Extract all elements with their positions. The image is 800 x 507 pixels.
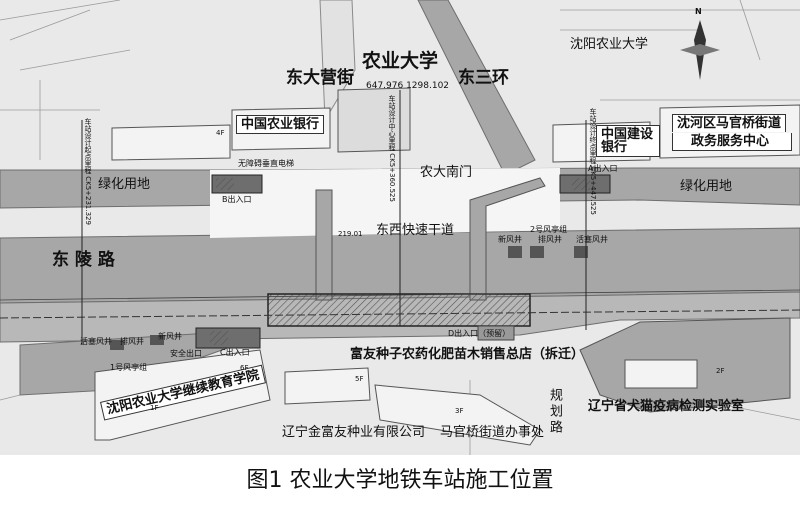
label-shenyang-agri-univ: 沈阳农业大学 [570,37,649,52]
floor-2f: 2F [716,367,725,375]
label-planned-road: 规划路 [547,388,562,436]
label-green-left: 绿化用地 [98,177,151,192]
label-green-right: 绿化用地 [680,179,733,194]
floor-3f: 3F [455,407,464,415]
label-expressway: 东西快速干道 [376,223,455,238]
floor-4f: 4F [216,129,225,137]
label-fengjing-1: 1号风亭组 [110,363,148,372]
label-safety-exit: 安全出口 [170,349,202,358]
label-elevator: 无障碍垂直电梯 [238,159,294,168]
label-coords: 647.976 1298.102 [366,81,450,91]
label-paifengjing-top: 排风井 [538,235,562,244]
label-exit-b: B出入口 [222,195,252,204]
station-box [267,293,531,327]
label-donglinglu: 东 陵 路 [52,250,115,270]
label-paifengjing-bottom: 排风井 [120,337,144,346]
label-huosaifengjing-bottom: 活塞风井 [80,337,112,346]
north-arrow-icon [680,20,720,80]
label-maguanqiao-office: 马官桥街道办事处 [440,425,545,440]
label-center-mileage: 车站设计中心里程 CK5+360.525 [388,95,396,202]
floor-6f: 6F [240,364,249,372]
label-left-mileage: 车站设计起点里程 CK5+231.329 [84,118,92,225]
label-fengjing-2: 2号风亭组 [530,225,568,234]
label-huosaifengjing-top: 活塞风井 [576,235,608,244]
label-exit-a: A出入口 [588,164,618,173]
label-south-gate: 农大南门 [420,165,473,180]
site-map: 农业大学 647.976 1298.102 东大营街 东三环 沈阳农业大学 中国… [0,0,800,455]
label-dongdayingjie: 东大营街 [286,68,354,88]
road-dongdayingjie [319,0,356,122]
label-ccb-bank: 中国建设银行 [596,125,660,157]
road-dongsanhuan [417,0,536,176]
label-exit-d: D出入口（预留） [448,329,511,338]
floor-5f: 5F [355,375,364,383]
label-lab: 辽宁省犬猫疫病检测实验室 [588,399,745,414]
figure-caption: 图1 农业大学地铁车站施工位置 [246,468,554,493]
label-xinfengjing-top: 新风井 [498,235,522,244]
label-xinfengjing-bottom: 新风井 [158,332,182,341]
label-elev: 219.01 [338,230,363,238]
label-jinfuyou: 辽宁金富友种业有限公司 [282,425,426,440]
floor-1f: 1F [150,404,159,412]
map-graphic [0,0,800,455]
label-abc-bank: 中国农业银行 [236,115,325,134]
label-gov-center-2: 政务服务中心 [672,133,793,151]
label-dongsanhuan: 东三环 [458,68,509,88]
label-university: 农业大学 [362,50,439,72]
north-label: N [695,7,702,16]
label-seed-shop: 富友种子农药化肥苗木销售总店（拆迁） [350,347,585,362]
label-right-mileage: 车站设计终点里程 CK5+447.525 [589,108,597,215]
label-exit-c: C出入口 [220,348,250,357]
label-gov-center-1: 沈河区马官桥街道 [672,114,787,132]
